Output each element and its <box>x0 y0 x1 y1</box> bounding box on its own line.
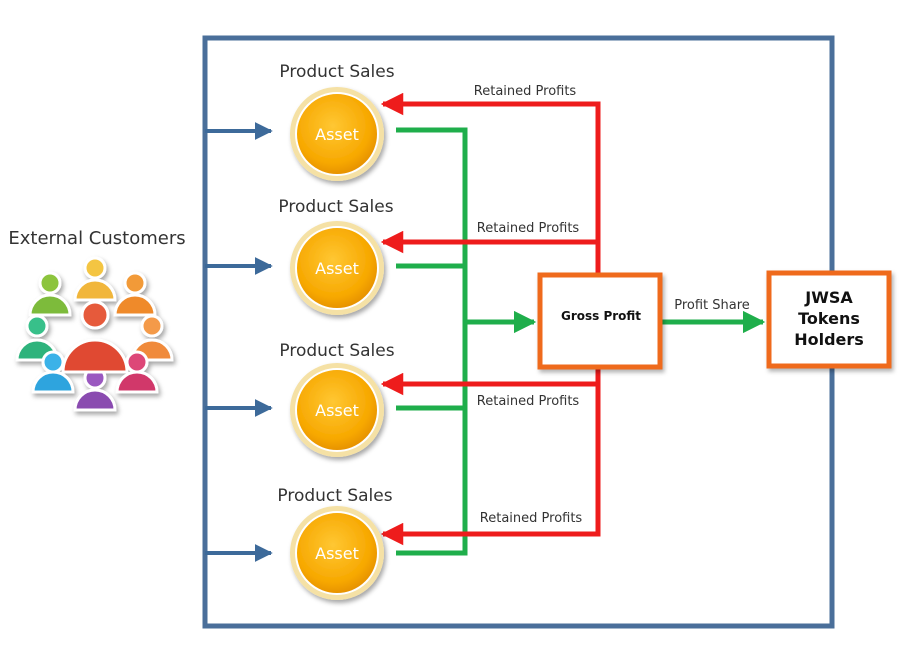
asset-node-4 <box>290 506 384 600</box>
holders-line-3: Holders <box>794 330 864 349</box>
gross-profit-label: Gross Profit <box>561 309 641 323</box>
asset-label-2: Asset <box>315 259 359 278</box>
asset-node-2 <box>290 221 384 315</box>
retained-flow <box>392 101 601 537</box>
asset-label-1: Asset <box>315 125 359 144</box>
external-customers-label: External Customers <box>8 228 185 249</box>
sales-flow <box>396 127 468 556</box>
product-sales-title-3: Product Sales <box>279 341 394 361</box>
product-sales-title-2: Product Sales <box>278 197 393 217</box>
retained-label-1: Retained Profits <box>474 84 577 99</box>
product-sales-title-4: Product Sales <box>277 486 392 506</box>
asset-label-3: Asset <box>315 401 359 420</box>
product-sales-title-1: Product Sales <box>279 62 394 82</box>
retained-label-4: Retained Profits <box>480 511 583 526</box>
holders-line-1: JWSA <box>804 288 853 307</box>
holders-box <box>766 270 892 369</box>
asset-node-1 <box>290 87 384 181</box>
asset-node-3 <box>290 363 384 457</box>
retained-arrowheads <box>380 92 404 546</box>
retained-label-3: Retained Profits <box>477 394 580 409</box>
people-group-icon <box>15 256 174 412</box>
asset-label-4: Asset <box>315 544 359 563</box>
profit-share-label: Profit Share <box>674 298 750 313</box>
retained-label-2: Retained Profits <box>477 221 580 236</box>
holders-line-2: Tokens <box>798 309 860 328</box>
gross-profit-box <box>537 272 663 370</box>
